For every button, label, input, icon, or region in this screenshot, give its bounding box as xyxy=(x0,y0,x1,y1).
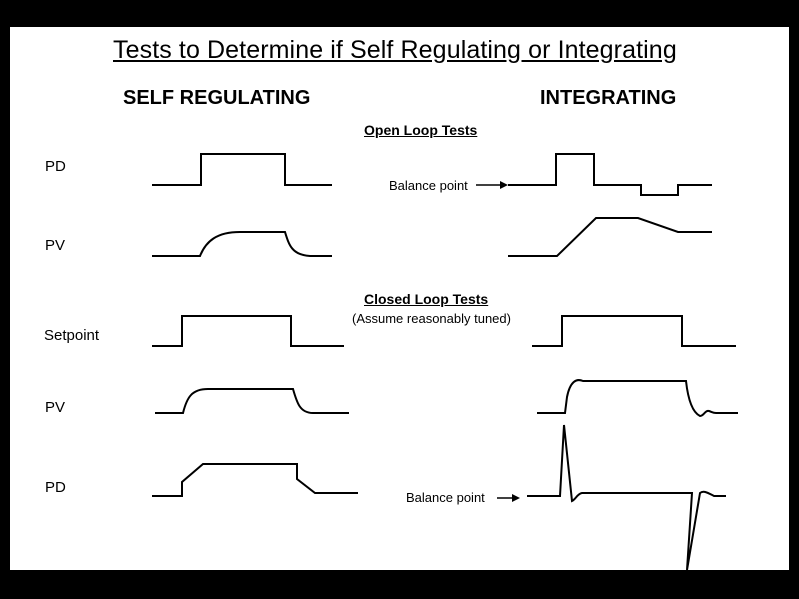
integrating-setpoint-wave xyxy=(532,315,736,347)
waveform-diagram xyxy=(152,153,738,570)
row-label-closed-setpoint: Setpoint xyxy=(44,327,100,344)
self-reg-setpoint-wave xyxy=(152,315,344,347)
balance-point-label-closed: Balance point xyxy=(406,490,485,505)
integrating-open-pv-wave xyxy=(508,217,712,257)
closed-loop-tests-label: Closed Loop Tests xyxy=(364,291,489,307)
open-loop-tests-label: Open Loop Tests xyxy=(364,122,478,138)
integrating-closed-pd-wave xyxy=(527,424,726,570)
self-regulating-heading: SELF REGULATING xyxy=(123,87,311,109)
closed-loop-note: (Assume reasonably tuned) xyxy=(352,311,511,326)
self-reg-closed-pv-wave xyxy=(155,388,349,414)
row-label-closed-pd: PD xyxy=(45,479,66,496)
row-label-open-pv: PV xyxy=(45,237,66,254)
integrating-open-pd-wave xyxy=(508,153,712,196)
slide-title: Tests to Determine if Self Regulating or… xyxy=(113,36,677,64)
balance-point-arrowhead-closed xyxy=(512,494,520,502)
row-label-open-pd: PD xyxy=(45,158,66,175)
balance-point-label-open: Balance point xyxy=(389,178,468,193)
slide: Tests to Determine if Self Regulating or… xyxy=(10,27,789,570)
integrating-heading: INTEGRATING xyxy=(540,87,677,109)
row-label-closed-pv: PV xyxy=(45,399,66,416)
self-reg-open-pv-wave xyxy=(152,231,332,257)
integrating-closed-pv-wave xyxy=(537,379,738,418)
balance-point-arrowhead-open xyxy=(500,181,508,189)
self-reg-closed-pd-wave xyxy=(152,463,358,497)
self-reg-open-pd-wave xyxy=(152,153,332,186)
